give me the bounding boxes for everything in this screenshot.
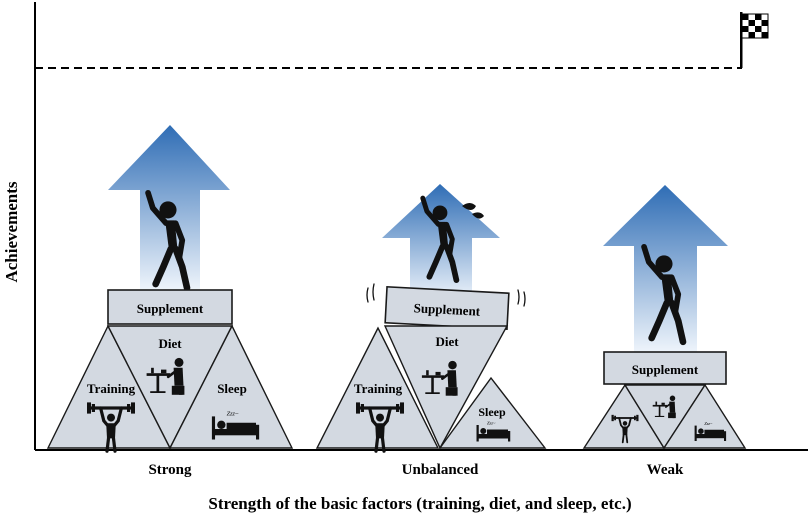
y-axis-label: Achievements [2, 181, 21, 282]
sleep-triangle [438, 376, 547, 449]
training-label: Training [87, 381, 136, 396]
group-strong: Supplement Diet Training Sleep Strong [46, 125, 294, 478]
training-label: Training [354, 381, 403, 396]
category-label: Weak [647, 462, 684, 478]
group-weak: Supplement Weak [582, 185, 747, 478]
supplement-block [107, 289, 233, 325]
checkered-flag-icon [740, 12, 769, 68]
group-unbalanced: Supplement Diet Training Sleep Unbalance… [315, 184, 547, 478]
supplement-block [603, 351, 727, 385]
sleep-label: Sleep [217, 381, 247, 396]
x-axis-label: Strength of the basic factors (training,… [208, 494, 631, 513]
category-label: Strong [148, 462, 192, 478]
supplement-label: Supplement [632, 362, 699, 377]
sweat-drops-icon [462, 203, 484, 219]
sleep-label: Sleep [478, 405, 506, 419]
supplement-label: Supplement [137, 301, 204, 316]
wobble-marks [366, 283, 526, 307]
diet-label: Diet [435, 334, 459, 349]
category-label: Unbalanced [402, 462, 479, 478]
diet-triangle [383, 325, 509, 450]
sleep-triangle [168, 324, 294, 449]
diet-label: Diet [158, 336, 182, 351]
supplement-label: Supplement [413, 300, 481, 318]
